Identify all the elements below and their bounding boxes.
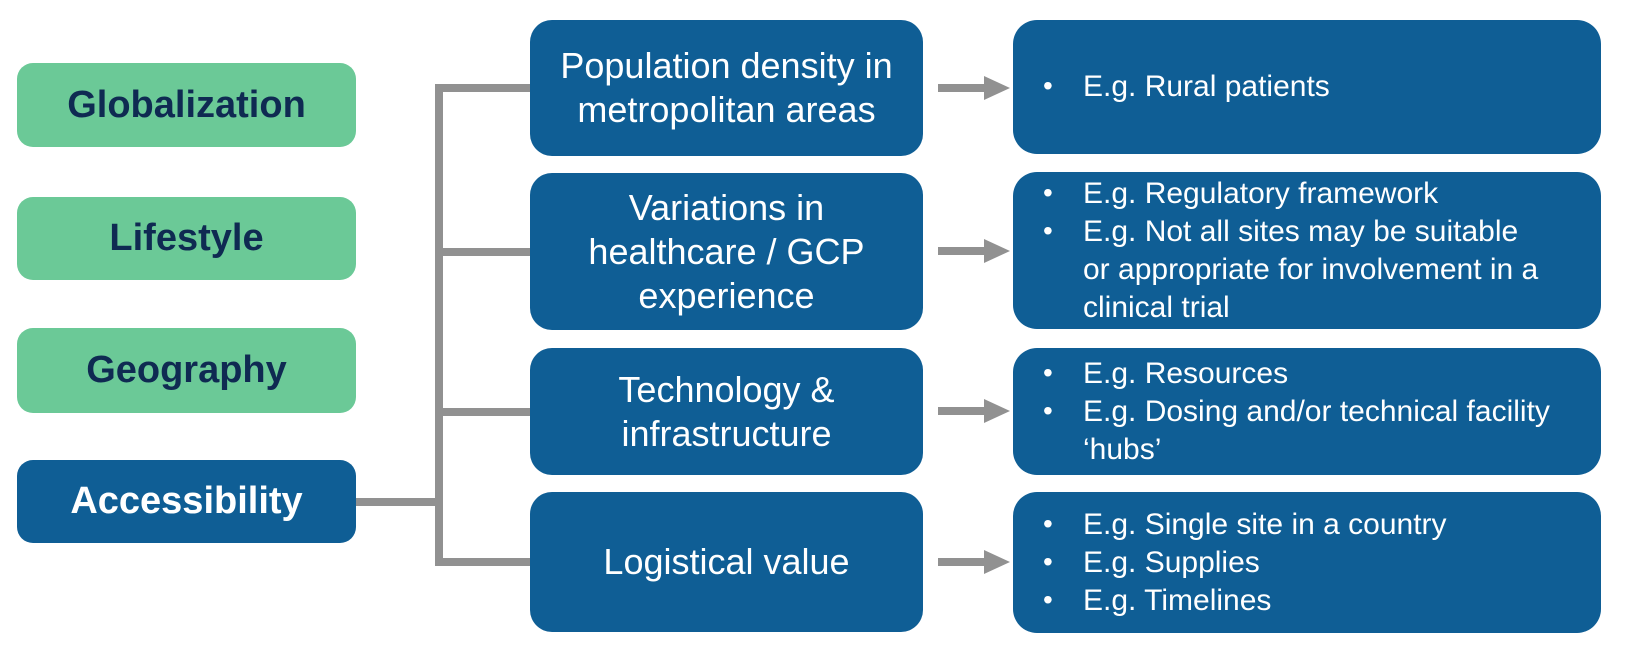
factor-line: Variations in [628,186,825,228]
connector-branch-2 [435,248,530,256]
right-arrow-icon [938,399,1010,423]
factor-line: metropolitan areas [577,89,876,130]
right-arrow-icon [938,239,1010,263]
arrow-shaft [938,407,986,415]
examples-list: E.g. Regulatory framework E.g. Not all s… [1013,174,1601,327]
category-box-accessibility: Accessibility [17,460,356,543]
example-line: clinical trial [1083,290,1230,324]
connector-branch-4 [435,558,530,566]
example-line: E.g. Supplies [1083,545,1260,579]
factor-box-population-density: Population density in metropolitan areas [530,20,923,156]
right-arrow-icon [938,76,1010,100]
example-line: E.g. Resources [1083,356,1289,390]
example-item: E.g. Timelines [1013,581,1601,620]
category-label-geography: Geography [86,349,287,391]
connector-accessibility-stub [356,498,443,506]
factor-box-technology-infrastructure: Technology & infrastructure [530,348,923,475]
examples-box-population-density: E.g. Rural patients [1013,20,1601,154]
example-line: E.g. Dosing and/or technical facility [1083,394,1550,428]
example-line: ‘hubs’ [1083,432,1162,466]
factor-line: Logistical value [603,541,850,582]
factor-line: healthcare / GCP [588,230,865,272]
arrow-shaft [938,247,986,255]
example-item: E.g. Resources [1013,354,1601,393]
arrow-head [984,550,1010,574]
example-line: E.g. Timelines [1083,583,1272,617]
example-line: E.g. Rural patients [1083,70,1330,103]
examples-list: E.g. Rural patients [1013,67,1601,106]
example-item: E.g. Rural patients [1013,67,1601,106]
arrow-head [984,399,1010,423]
example-line: or appropriate for involvement in a [1083,252,1539,286]
factor-box-logistical-value: Logistical value [530,492,923,632]
example-item: E.g. Not all sites may be suitable or ap… [1013,212,1601,327]
factor-line: infrastructure [621,412,832,454]
category-box-lifestyle: Lifestyle [17,197,356,280]
right-arrow-icon [938,550,1010,574]
examples-list: E.g. Resources E.g. Dosing and/or techni… [1013,354,1601,469]
factor-line: Population density in [560,45,893,86]
examples-box-technology-infrastructure: E.g. Resources E.g. Dosing and/or techni… [1013,348,1601,475]
category-label-globalization: Globalization [67,83,306,126]
category-label-lifestyle: Lifestyle [109,217,264,259]
example-line: E.g. Single site in a country [1083,507,1447,541]
factor-box-healthcare-experience: Variations in healthcare / GCP experienc… [530,173,923,330]
connector-trunk [435,84,443,566]
arrow-head [984,239,1010,263]
example-line: E.g. Regulatory framework [1083,176,1439,210]
connector-branch-3 [435,408,530,416]
category-box-globalization: Globalization [17,63,356,147]
connector-branch-1 [435,84,530,92]
arrow-shaft [938,558,986,566]
factor-label-healthcare-experience: Variations in healthcare / GCP experienc… [588,186,864,318]
example-line: E.g. Not all sites may be suitable [1083,214,1519,248]
category-label-accessibility: Accessibility [70,480,303,522]
factor-label-logistical-value: Logistical value [603,540,849,584]
example-item: E.g. Dosing and/or technical facility ‘h… [1013,392,1601,469]
factor-line: experience [638,274,815,316]
category-box-geography: Geography [17,328,356,413]
arrow-shaft [938,84,986,92]
arrow-head [984,76,1010,100]
factor-line: Technology & [618,368,835,410]
factor-label-technology-infrastructure: Technology & infrastructure [618,368,834,456]
examples-list: E.g. Single site in a country E.g. Suppl… [1013,505,1601,620]
example-item: E.g. Supplies [1013,543,1601,582]
examples-box-logistical-value: E.g. Single site in a country E.g. Suppl… [1013,492,1601,633]
example-item: E.g. Regulatory framework [1013,174,1601,213]
examples-box-healthcare-experience: E.g. Regulatory framework E.g. Not all s… [1013,172,1601,329]
factor-label-population-density: Population density in metropolitan areas [560,44,892,132]
example-item: E.g. Single site in a country [1013,505,1601,544]
